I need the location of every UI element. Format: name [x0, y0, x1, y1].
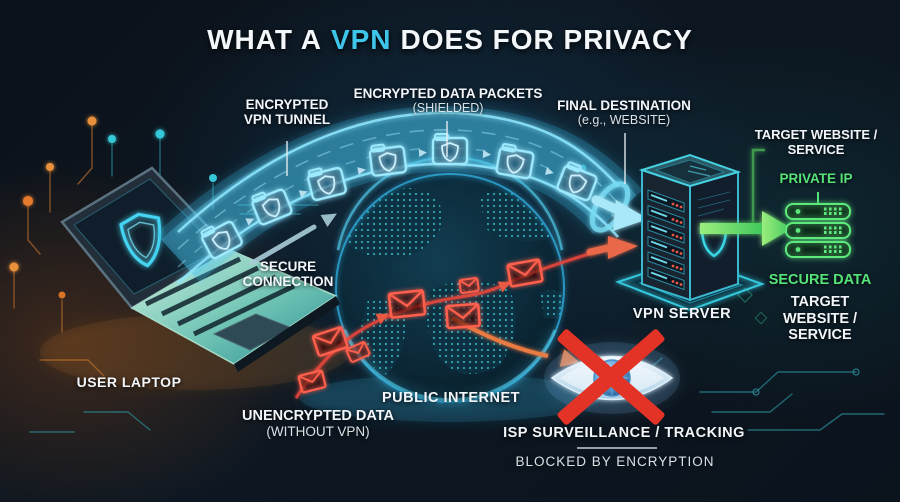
secure-forward-arrow-icon	[700, 148, 792, 246]
title-part2: DOES FOR PRIVACY	[400, 24, 693, 55]
vpn-server-tower-icon	[615, 153, 765, 312]
secure-connection-arrow-icon	[249, 213, 337, 266]
label-vpn-server: VPN SERVER	[632, 306, 732, 322]
title-part1: WHAT A	[207, 24, 322, 55]
label-user-laptop: USER LAPTOP	[76, 374, 182, 390]
label-encrypted-vpn-tunnel: ENCRYPTED VPN TUNNEL	[243, 97, 331, 128]
pointer-lines	[286, 121, 657, 449]
page-title: WHAT A VPN DOES FOR PRIVACY	[207, 24, 693, 56]
envelope-icon	[311, 326, 349, 357]
label-final-destination: FINAL DESTINATION (e.g., WEBSITE)	[557, 98, 691, 128]
label-secure-data: SECURE DATA	[768, 272, 872, 288]
rack-unit	[785, 222, 851, 239]
tunnel-exit-arrow-icon	[591, 195, 648, 231]
envelope-icons	[297, 258, 544, 394]
server-shield-icon	[700, 222, 728, 258]
label-unencrypted-data: UNENCRYPTED DATA (WITHOUT VPN)	[242, 408, 394, 440]
label-secure-connection: SECURE CONNECTION	[242, 259, 334, 290]
red-arrow-into-server-icon	[586, 236, 638, 259]
target-server-rack-icon	[785, 203, 851, 258]
rack-unit	[785, 203, 851, 220]
rack-unit	[785, 241, 851, 258]
blocked-x-icon	[557, 329, 665, 425]
label-private-ip: PRIVATE IP	[779, 171, 853, 186]
shielded-packet-icon	[200, 220, 243, 260]
title-highlight-vpn: VPN	[330, 24, 392, 55]
label-target-website-bottom: TARGET WEBSITE / SERVICE	[782, 294, 858, 344]
label-target-website-top: TARGET WEBSITE / SERVICE	[754, 127, 878, 157]
label-blocked-by-encryption: BLOCKED BY ENCRYPTION	[515, 454, 715, 469]
label-public-internet: PUBLIC INTERNET	[382, 390, 520, 406]
shielded-packet-icons	[200, 133, 598, 260]
label-isp-surveillance: ISP SURVEILLANCE / TRACKING	[503, 425, 745, 441]
label-encrypted-data-packets: ENCRYPTED DATA PACKETS (SHIELDED)	[353, 86, 543, 116]
target-link-lines	[777, 162, 856, 203]
